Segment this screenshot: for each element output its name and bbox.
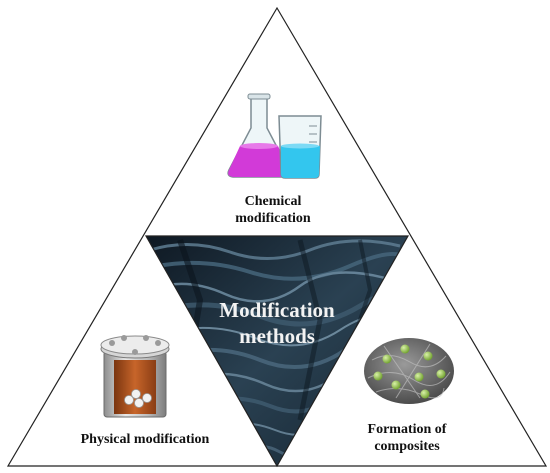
top-label-line1: Chemical [245, 194, 302, 209]
lab-glassware-icon [227, 93, 322, 179]
center-label-line2: methods [239, 324, 315, 348]
bottom-right-label-line2: composites [374, 439, 440, 454]
autoclave-reactor-icon [100, 335, 170, 418]
composite-material-icon [364, 338, 454, 404]
bottom-left-label: Physical modification [81, 432, 210, 447]
center-label-line1: Modification [219, 298, 335, 322]
top-label-line2: modification [235, 211, 311, 226]
bottom-right-label-line1: Formation of [368, 422, 447, 437]
